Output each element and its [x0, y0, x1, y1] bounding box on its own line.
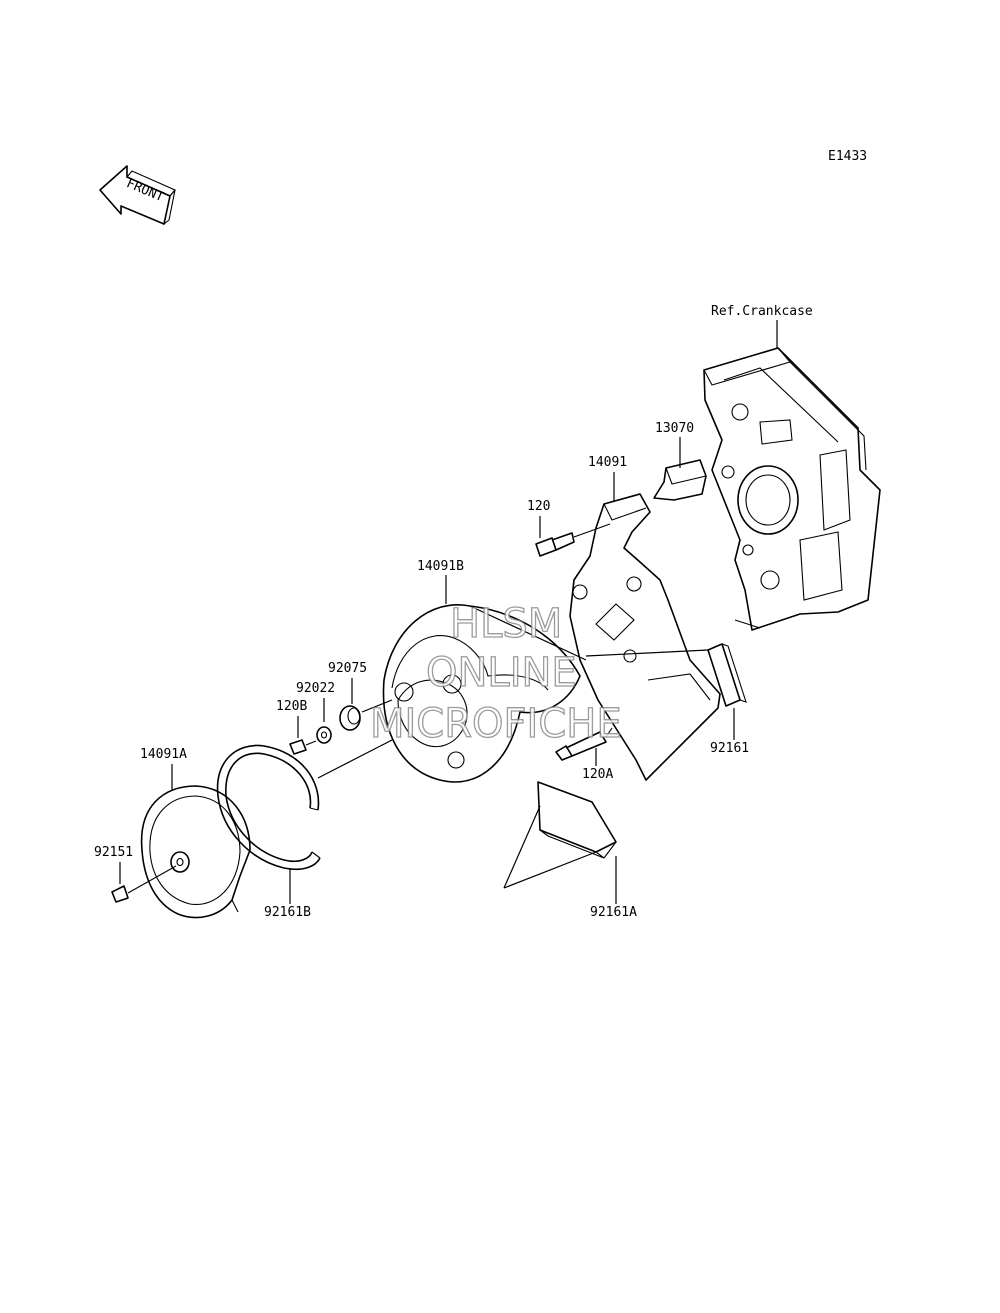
label-14091B: 14091B: [417, 559, 464, 574]
part-120A-drawing: [555, 727, 613, 761]
watermark-line2: ONLINE: [426, 650, 577, 696]
label-92161: 92161: [710, 741, 749, 756]
diagram-code: E1433: [828, 149, 867, 164]
part-92161A-drawing: [503, 781, 617, 889]
label-120B: 120B: [276, 699, 307, 714]
part-92075-drawing: [339, 699, 393, 731]
label-14091A: 14091A: [140, 747, 187, 762]
bolt-120-drawing: [535, 523, 611, 557]
label-120: 120: [527, 499, 550, 514]
label-14091: 14091: [588, 455, 627, 470]
part-14091B-drawing: [382, 604, 587, 783]
part-92161-drawing: [585, 643, 747, 707]
part-120B-drawing: [289, 739, 317, 755]
label-120A: 120A: [582, 767, 613, 782]
label-92161B: 92161B: [264, 905, 311, 920]
part-92151-drawing: [111, 865, 177, 903]
watermark-line1: HLSM: [450, 601, 562, 647]
crankcase-drawing: [703, 347, 881, 631]
label-92161A: 92161A: [590, 905, 637, 920]
label-92151: 92151: [94, 845, 133, 860]
part-14091A-drawing: [140, 785, 251, 919]
label-92022: 92022: [296, 681, 335, 696]
leader-14091B-bracket: [469, 605, 587, 661]
part-92022-drawing: [316, 726, 332, 744]
ref-crankcase-label: Ref.Crankcase: [711, 304, 813, 319]
part-14091-drawing: [569, 493, 721, 781]
front-arrow-label: FRONT: [124, 176, 166, 205]
watermark-line3: MICROFICHE: [370, 701, 622, 747]
part-92161B-drawing: [216, 739, 393, 871]
label-92075: 92075: [328, 661, 367, 676]
part-13070-drawing: [653, 459, 707, 501]
label-13070: 13070: [655, 421, 694, 436]
watermark: HLSM ONLINE MICROFICHE: [369, 600, 622, 747]
front-arrow-icon: FRONT: [99, 165, 176, 226]
